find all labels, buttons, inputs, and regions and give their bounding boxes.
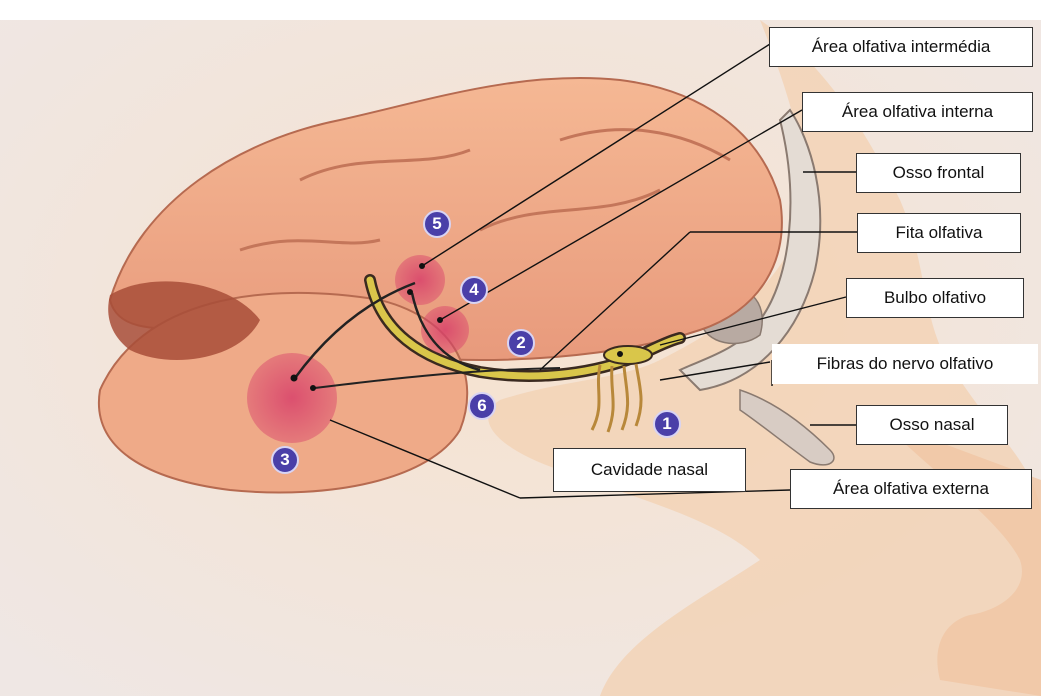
dot-5b [407,289,413,295]
marker-3: 3 [271,446,299,474]
dot-3 [291,375,298,382]
top-margin [0,0,1041,20]
label-area-olfativa-interna: Área olfativa interna [802,92,1033,132]
region-3-highlight [247,353,337,443]
label-osso-frontal: Osso frontal [856,153,1021,193]
label-osso-nasal: Osso nasal [856,405,1008,445]
label-bulbo-olfativo: Bulbo olfativo [846,278,1024,318]
label-area-olfativa-externa: Área olfativa externa [790,469,1032,509]
marker-4: 4 [460,276,488,304]
region-5-highlight [395,255,445,305]
dot-bulb [617,351,623,357]
marker-5: 5 [423,210,451,238]
dot-3b [310,385,316,391]
label-area-olfativa-intermedia: Área olfativa intermédia [769,27,1033,67]
region-4-highlight [421,306,469,354]
marker-2: 2 [507,329,535,357]
olfactory-bulb-shape [604,346,652,364]
label-cavidade-nasal: Cavidade nasal [553,448,746,492]
label-fibras-nervo-olfativo: Fibras do nervo olfativo [772,344,1038,384]
marker-1: 1 [653,410,681,438]
label-fita-olfativa: Fita olfativa [857,213,1021,253]
marker-6: 6 [468,392,496,420]
